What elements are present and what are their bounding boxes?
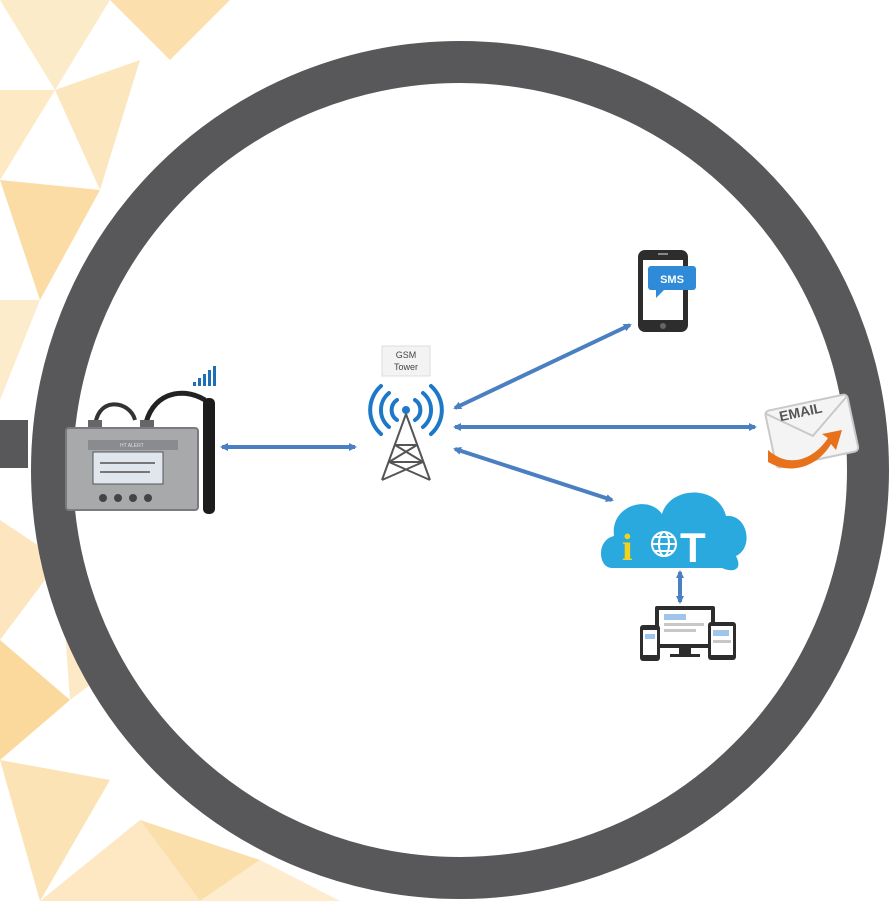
multi-device-icon bbox=[640, 606, 736, 661]
arrow-tower-sms bbox=[453, 323, 632, 410]
globe-icon bbox=[651, 531, 677, 557]
data-logger-icon: HT ALERT bbox=[65, 390, 215, 514]
email-envelope-icon: EMAIL bbox=[764, 393, 860, 469]
tower-label-line2: Tower bbox=[394, 362, 418, 372]
iot-cloud-icon: i T bbox=[601, 492, 747, 571]
iot-letter-i: i bbox=[622, 527, 633, 569]
tower-label-line1: GSM bbox=[396, 350, 417, 360]
iot-letter-t: T bbox=[680, 524, 706, 571]
arrow-tower-cloud bbox=[453, 447, 614, 502]
connection-arrows bbox=[220, 323, 757, 604]
sms-label: SMS bbox=[660, 274, 684, 286]
ring-stub bbox=[0, 420, 28, 468]
signal-bars-icon bbox=[193, 366, 216, 386]
cell-tower-icon bbox=[368, 384, 444, 481]
device-brand-label: HT ALERT bbox=[120, 443, 144, 449]
smartphone-sms-icon: SMS bbox=[638, 250, 696, 332]
gsm-tower-label: GSM Tower bbox=[381, 345, 431, 377]
